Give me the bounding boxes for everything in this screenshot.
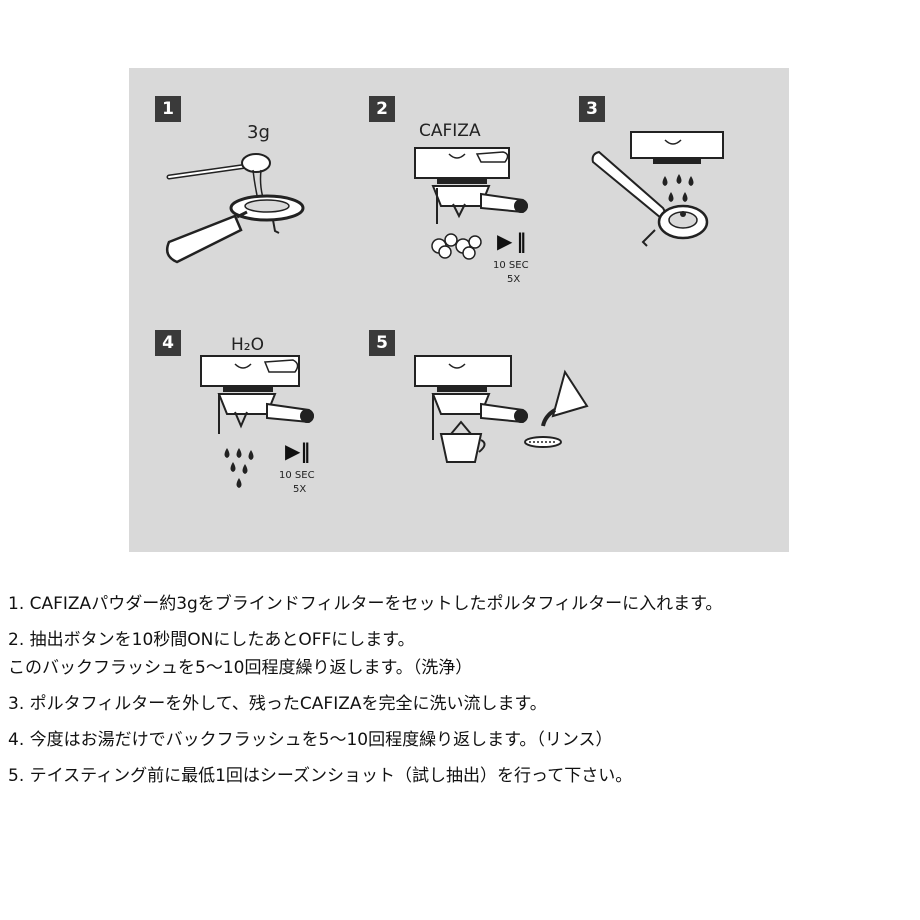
step-4-repeat: 5X xyxy=(293,484,306,495)
instruction-step-4: 4. 今度はお湯だけでバックフラッシュを5〜10回程度繰り返します。（リンス） xyxy=(8,726,913,754)
step-2-cafiza-label: CAFIZA xyxy=(419,121,481,141)
step-4-number: 4 xyxy=(155,330,181,356)
instruction-step-2: 2. 抽出ボタンを10秒間ONにしたあとOFFにします。 このバックフラッシュを… xyxy=(8,626,913,682)
step-4: 4 H₂O ▶‖ 10 SEC 5X xyxy=(155,330,355,530)
group-head-rinse-drops-illustration xyxy=(591,131,724,247)
step-5: 5 xyxy=(369,330,589,530)
instruction-step-3: 3. ポルタフィルターを外して、残ったCAFIZAを完全に洗い流します。 xyxy=(8,690,913,718)
step-4-water-label: H₂O xyxy=(231,335,264,355)
step-5-number: 5 xyxy=(369,330,395,356)
step-2-play-pause-icon: ▶ ‖ xyxy=(497,229,526,253)
step-3: 3 xyxy=(579,96,779,296)
instruction-diagram-panel: 1 3g 2 CAFIZA xyxy=(129,68,789,552)
instruction-text: 1. CAFIZAパウダー約3gをブラインドフィルターをセットしたポルタフィルタ… xyxy=(8,594,723,614)
group-head-backflush-cafiza-illustration: CAFIZA ▶ ‖ 10 SEC 5X xyxy=(414,121,529,285)
step-3-number: 3 xyxy=(579,96,605,122)
portafilter-scoop-illustration: 3g xyxy=(166,122,305,264)
step-2-number: 2 xyxy=(369,96,395,122)
instruction-list: 1. CAFIZAパウダー約3gをブラインドフィルターをセットしたポルタフィルタ… xyxy=(8,590,913,798)
instruction-text: 5. テイスティング前に最低1回はシーズンショット（試し抽出）を行って下さい。 xyxy=(8,766,633,786)
step-2-duration: 10 SEC xyxy=(493,260,529,271)
instruction-step-5: 5. テイスティング前に最低1回はシーズンショット（試し抽出）を行って下さい。 xyxy=(8,762,913,790)
group-head-backflush-water-illustration: H₂O ▶‖ 10 SEC 5X xyxy=(200,335,315,495)
step-1-number: 1 xyxy=(155,96,181,122)
instruction-text: 2. 抽出ボタンを10秒間ONにしたあとOFFにします。 xyxy=(8,630,415,650)
step-1-amount-label: 3g xyxy=(247,122,270,143)
instruction-text: このバックフラッシュを5〜10回程度繰り返します。（洗浄） xyxy=(8,658,473,678)
instruction-text: 4. 今度はお湯だけでバックフラッシュを5〜10回程度繰り返します。（リンス） xyxy=(8,730,613,750)
step-4-duration: 10 SEC xyxy=(279,470,315,481)
instruction-step-1: 1. CAFIZAパウダー約3gをブラインドフィルターをセットしたポルタフィルタ… xyxy=(8,590,913,618)
step-1: 1 3g xyxy=(155,96,355,296)
step-4-play-pause-icon: ▶‖ xyxy=(285,439,310,463)
step-2: 2 CAFIZA ▶ ‖ 10 SEC 5X xyxy=(369,96,569,296)
step-2-repeat: 5X xyxy=(507,274,520,285)
instruction-text: 3. ポルタフィルターを外して、残ったCAFIZAを完全に洗い流します。 xyxy=(8,694,547,714)
seasoning-shot-illustration xyxy=(414,355,589,463)
